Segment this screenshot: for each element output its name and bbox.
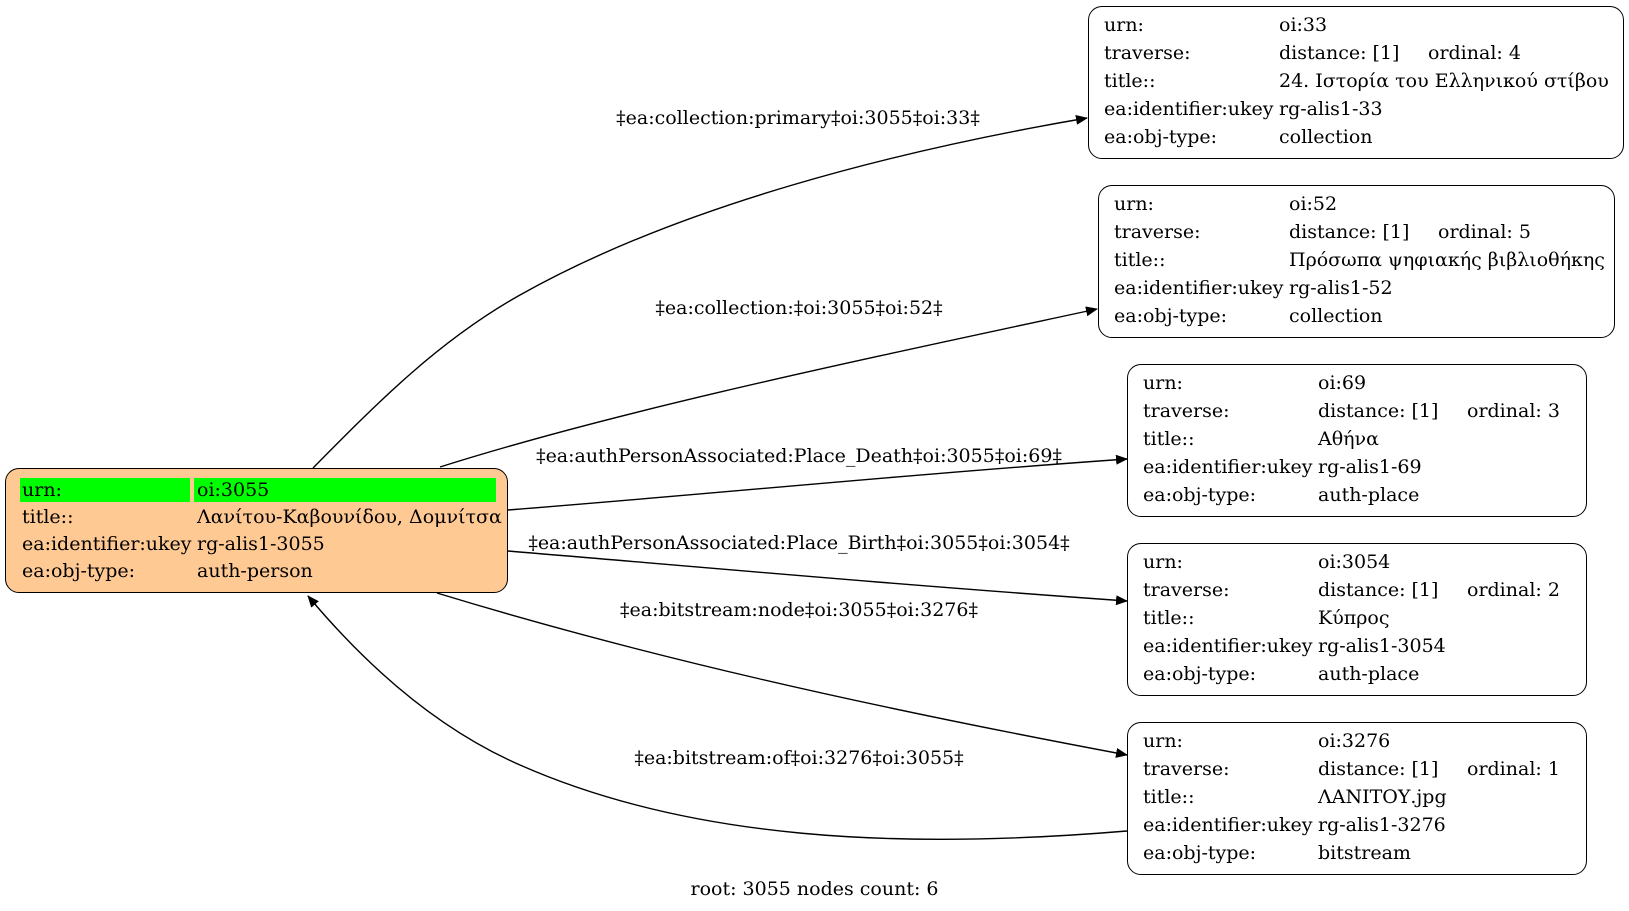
node-value: ordinal: 3 [1467,400,1560,422]
node-value: ordinal: 2 [1467,579,1560,601]
root-value: auth-person [197,560,313,582]
node-value: 24. Ιστορία του Ελληνικού στίβου [1279,70,1609,92]
node-value: Αθήνα [1318,428,1379,450]
root-value: oi:3055 [197,479,270,501]
node-value: distance: [1] [1289,221,1410,243]
edge-collection: ‡ea:collection:‡oi:3055‡oi:52‡ [439,297,1098,468]
node-key: traverse: [1114,221,1201,243]
root-value: rg-alis1-3055 [197,533,325,555]
node-key: ea:identifier:ukey [1104,98,1274,120]
edge-label-collection-primary: ‡ea:collection:primary‡oi:3055‡oi:33‡ [616,107,980,129]
node-key: urn: [1114,193,1154,215]
node-value: rg-alis1-3276 [1318,814,1446,836]
node-value: ΛΑΝΙΤΟΥ.jpg [1318,786,1447,808]
node-value: Πρόσωπα ψηφιακής βιβλιοθήκης [1289,249,1605,271]
node-value: oi:33 [1279,14,1328,36]
edge-place-death: ‡ea:authPersonAssociated:Place_Death‡oi:… [507,445,1128,511]
edge-bitstream-of: ‡ea:bitstream:of‡oi:3276‡oi:3055‡ [307,595,1128,841]
node-oi-69[interactable]: urn: oi:69 traverse: distance: [1] ordinal:… [1127,364,1587,517]
node-key: urn: [1143,730,1183,752]
node-value: oi:69 [1318,372,1367,394]
node-key: traverse: [1104,42,1191,64]
node-value: ordinal: 5 [1438,221,1531,243]
node-value: bitstream [1318,842,1411,864]
root-key: ea:obj-type: [22,560,136,582]
node-key: traverse: [1143,579,1230,601]
node-key: ea:obj-type: [1143,842,1257,864]
node-key: title:: [1143,607,1195,629]
node-value: oi:3276 [1318,730,1391,752]
node-value: ordinal: 1 [1467,758,1560,780]
root-key: urn: [22,479,62,501]
root-key: title:: [22,506,74,528]
node-key: ea:identifier:ukey [1143,635,1313,657]
edge-place-birth: ‡ea:authPersonAssociated:Place_Birth‡oi:… [507,532,1128,606]
node-value: rg-alis1-69 [1318,456,1422,478]
node-value: ordinal: 4 [1428,42,1521,64]
node-key: traverse: [1143,758,1230,780]
node-key: ea:identifier:ukey [1114,277,1284,299]
node-key: title:: [1114,249,1166,271]
node-key: ea:obj-type: [1143,663,1257,685]
node-key: traverse: [1143,400,1230,422]
edge-label-collection: ‡ea:collection:‡oi:3055‡oi:52‡ [655,297,942,319]
node-key: ea:identifier:ukey [1143,456,1313,478]
node-value: distance: [1] [1318,758,1439,780]
node-value: auth-place [1318,663,1420,685]
node-value: distance: [1] [1318,579,1439,601]
node-oi-33[interactable]: urn: oi:33 traverse: distance: [1] ordinal:… [1088,6,1624,159]
node-value: oi:52 [1289,193,1338,215]
node-value: collection [1289,305,1383,327]
edge-label-place-death: ‡ea:authPersonAssociated:Place_Death‡oi:… [536,445,1062,467]
root-node[interactable]: urn: oi:3055 title:: Λανίτου-Καβουνίδου,… [5,468,508,593]
node-key: ea:identifier:ukey [1143,814,1313,836]
edge-label-bitstream-node: ‡ea:bitstream:node‡oi:3055‡oi:3276‡ [620,599,978,621]
node-value: oi:3054 [1318,551,1391,573]
node-key: urn: [1143,551,1183,573]
node-oi-3054[interactable]: urn: oi:3054 traverse: distance: [1] ordina… [1127,543,1587,696]
node-value: distance: [1] [1318,400,1439,422]
node-value: collection [1279,126,1373,148]
node-key: urn: [1143,372,1183,394]
node-key: title:: [1143,428,1195,450]
root-key: ea:identifier:ukey [22,533,192,555]
node-value: rg-alis1-33 [1279,98,1383,120]
node-value: distance: [1] [1279,42,1400,64]
node-key: ea:obj-type: [1104,126,1218,148]
urn-highlight-key [20,478,190,502]
node-oi-52[interactable]: urn: oi:52 traverse: distance: [1] ordinal:… [1098,185,1615,338]
node-key: ea:obj-type: [1143,484,1257,506]
node-key: urn: [1104,14,1144,36]
node-oi-3276[interactable]: urn: oi:3276 traverse: distance: [1] ordina… [1127,722,1587,875]
edge-collection-primary: ‡ea:collection:primary‡oi:3055‡oi:33‡ [312,107,1088,469]
node-value: auth-place [1318,484,1420,506]
node-key: title:: [1143,786,1195,808]
node-value: rg-alis1-3054 [1318,635,1446,657]
node-key: title:: [1104,70,1156,92]
edge-label-bitstream-of: ‡ea:bitstream:of‡oi:3276‡oi:3055‡ [634,747,963,769]
urn-highlight-value [194,478,496,502]
graph-footer: root: 3055 nodes count: 6 [690,878,939,900]
edge-label-place-birth: ‡ea:authPersonAssociated:Place_Birth‡oi:… [528,532,1069,554]
node-value: rg-alis1-52 [1289,277,1393,299]
node-key: ea:obj-type: [1114,305,1228,327]
node-value: Κύπρος [1318,607,1390,629]
edge-bitstream-node: ‡ea:bitstream:node‡oi:3055‡oi:3276‡ [436,592,1128,758]
root-value: Λανίτου-Καβουνίδου, Δομνίτσα [197,506,502,528]
